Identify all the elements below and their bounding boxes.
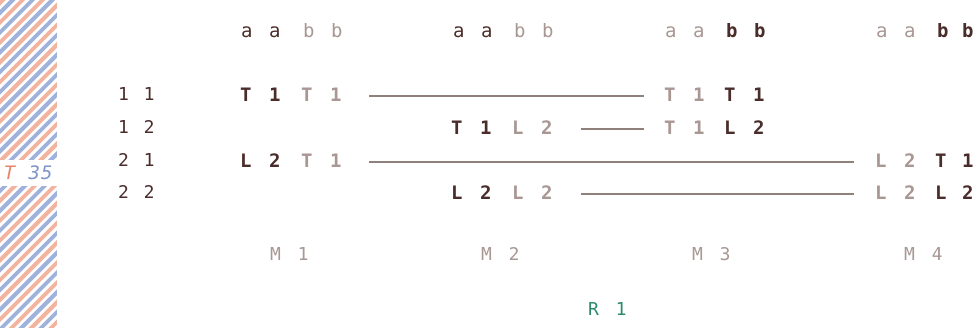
- cell-letter: L: [512, 117, 524, 139]
- cell-digit: 2: [269, 150, 281, 172]
- machine-label: M 2: [481, 244, 523, 265]
- cell-letter: T: [240, 84, 252, 106]
- machine-label: M 3: [692, 244, 734, 265]
- header-a: a: [693, 20, 707, 42]
- row-label: 1 1: [118, 84, 157, 105]
- cell-digit: 1: [330, 84, 342, 106]
- machine-label: M 1: [270, 244, 312, 265]
- header-b: b: [303, 20, 317, 42]
- side-label-letter: T: [3, 162, 17, 184]
- cell-letter: L: [240, 150, 252, 172]
- cell-letter: L: [512, 182, 524, 204]
- row-label: 1 2: [118, 117, 157, 138]
- header-b: b: [754, 20, 768, 42]
- header-a: a: [241, 20, 255, 42]
- cell-digit: 1: [693, 84, 705, 106]
- header-b: b: [542, 20, 556, 42]
- cell-digit: 1: [693, 117, 705, 139]
- cell-letter: T: [301, 150, 313, 172]
- header-b: b: [937, 20, 951, 42]
- connector-line: [581, 128, 644, 130]
- header-b: b: [514, 20, 528, 42]
- cell-digit: 2: [753, 117, 765, 139]
- connector-line: [581, 193, 854, 195]
- header-a: a: [481, 20, 495, 42]
- header-a: a: [876, 20, 890, 42]
- connector-line: [369, 161, 854, 163]
- header-a: a: [665, 20, 679, 42]
- cell-digit: 1: [269, 84, 281, 106]
- cell-digit: 2: [962, 182, 974, 204]
- cell-digit: 2: [541, 182, 553, 204]
- cell-digit: 1: [962, 150, 974, 172]
- cell-digit: 2: [480, 182, 492, 204]
- cell-letter: L: [875, 182, 887, 204]
- cell-digit: 2: [541, 117, 553, 139]
- cell-letter: T: [301, 84, 313, 106]
- cell-digit: 1: [330, 150, 342, 172]
- machine-label: M 4: [904, 244, 946, 265]
- cell-letter: L: [451, 182, 463, 204]
- cell-digit: 1: [480, 117, 492, 139]
- cell-letter: T: [451, 117, 463, 139]
- cell-letter: T: [664, 117, 676, 139]
- header-a: a: [453, 20, 467, 42]
- cell-letter: L: [875, 150, 887, 172]
- result-label: R 1: [588, 299, 630, 320]
- side-label: T 35: [0, 160, 57, 186]
- cell-letter: T: [664, 84, 676, 106]
- cell-letter: L: [724, 117, 736, 139]
- cell-letter: L: [935, 182, 947, 204]
- cell-letter: T: [935, 150, 947, 172]
- header-a: a: [269, 20, 283, 42]
- cell-digit: 1: [753, 84, 765, 106]
- header-b: b: [962, 20, 976, 42]
- header-b: b: [331, 20, 345, 42]
- row-label: 2 2: [118, 182, 157, 203]
- header-b: b: [726, 20, 740, 42]
- connector-line: [369, 95, 644, 97]
- cell-digit: 2: [904, 182, 916, 204]
- row-label: 2 1: [118, 150, 157, 171]
- side-label-number: 35: [28, 162, 54, 184]
- cell-digit: 2: [904, 150, 916, 172]
- header-a: a: [904, 20, 918, 42]
- cell-letter: T: [724, 84, 736, 106]
